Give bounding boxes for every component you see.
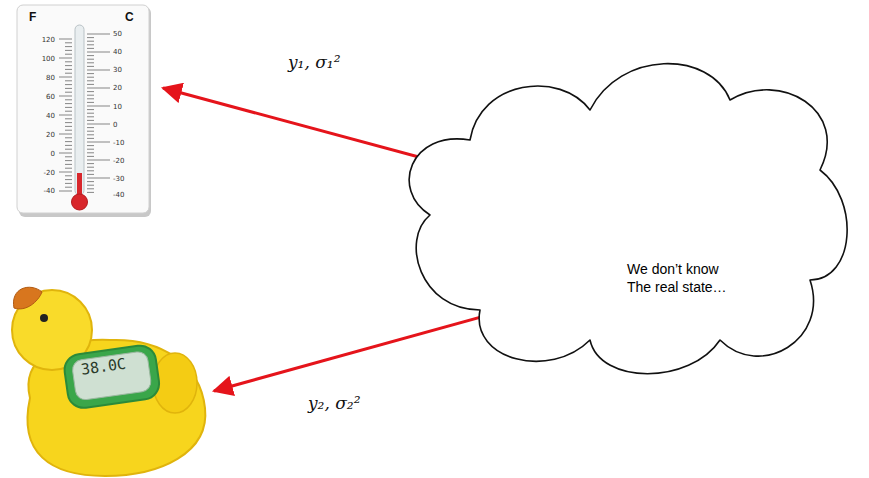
thermometer-illustration <box>15 3 153 218</box>
scale-number: -40 <box>113 191 124 199</box>
measurement-label: y₂, σ₂² <box>305 393 363 413</box>
scale-number: 40 <box>113 48 122 56</box>
scale-number: -20 <box>44 169 55 177</box>
measurement-label: y₁, σ₁² <box>285 52 343 72</box>
unit-letter: F <box>29 11 36 24</box>
cloud-outline <box>390 40 860 390</box>
cloud-node: We don’t know The real state… <box>390 40 860 390</box>
scale-number: -30 <box>113 175 124 183</box>
scale-number: -10 <box>113 139 124 147</box>
duck-node: 38.0C <box>0 278 212 478</box>
scale-number: 20 <box>46 131 55 139</box>
scale-number: 40 <box>46 112 55 120</box>
scale-number: 100 <box>42 55 55 63</box>
scale-number: 0 <box>51 150 55 158</box>
scale-number: -20 <box>113 157 124 165</box>
scale-number: 50 <box>113 30 122 38</box>
scale-number: 80 <box>46 74 55 82</box>
scale-number: 30 <box>113 66 122 74</box>
rubber-duck-illustration <box>0 278 212 478</box>
scale-number: 60 <box>46 93 55 101</box>
unit-letter: C <box>125 11 134 24</box>
scale-number: 0 <box>113 121 117 129</box>
scale-number: -40 <box>44 187 55 195</box>
scale-number: 20 <box>113 84 122 92</box>
cloud-text: We don’t know The real state… <box>627 260 745 296</box>
scale-number: 120 <box>42 36 55 44</box>
scale-number: 10 <box>113 103 122 111</box>
thermometer-node: FC120100806040200-20-4050403020100-10-20… <box>15 3 153 218</box>
